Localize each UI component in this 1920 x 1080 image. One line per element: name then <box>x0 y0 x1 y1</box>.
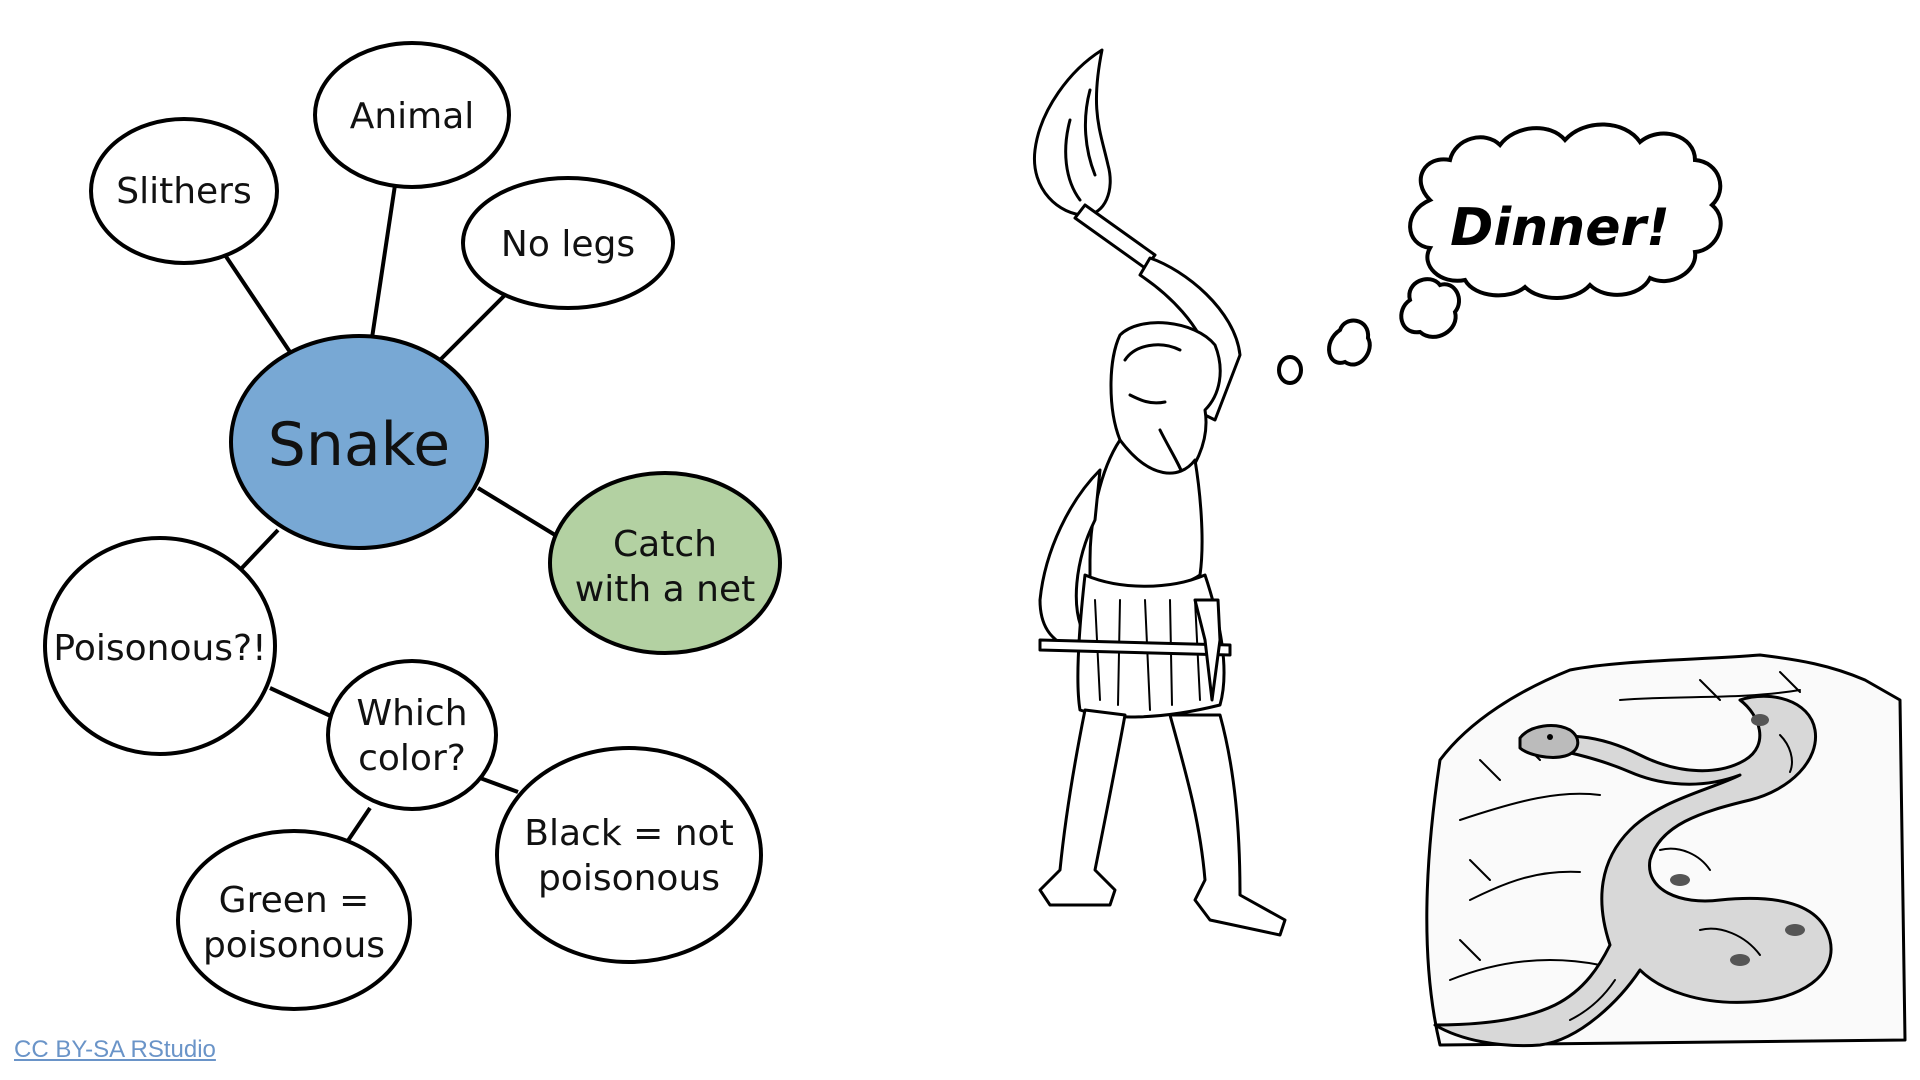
node-which-label-line1: Which <box>356 693 467 734</box>
node-green-label-line2: poisonous <box>203 925 385 966</box>
node-green-label-line1: Green = <box>219 880 370 921</box>
node-which-color: Which color? <box>326 659 498 811</box>
caveman-illustration <box>1032 48 1287 937</box>
node-catch-with-net: Catch with a net <box>548 471 782 655</box>
thought-bubble: Dinner! <box>1408 122 1723 300</box>
node-which-label-line2: color? <box>358 738 466 779</box>
snake-head <box>1518 724 1580 759</box>
torch-stick <box>1073 203 1157 270</box>
node-poisonous: Poisonous?! <box>43 536 277 756</box>
snake-illustration <box>1425 653 1907 1048</box>
node-no-legs-label: No legs <box>501 224 635 265</box>
node-catch-label-line1: Catch <box>613 524 717 565</box>
connector-black <box>479 776 519 794</box>
caveman-leg-right <box>1168 713 1287 937</box>
node-green-poisonous: Green = poisonous <box>176 829 412 1011</box>
connector-catch <box>476 486 562 540</box>
mindmap-connectors <box>223 184 562 847</box>
node-black-label-line1: Black = not <box>524 813 733 854</box>
connector-which-color <box>269 686 336 720</box>
connector-green <box>343 806 372 847</box>
caveman-leg-left <box>1038 708 1127 907</box>
connector-poisonous <box>238 528 280 572</box>
connector-no-legs <box>438 293 507 362</box>
node-snake-center: Snake <box>229 334 489 550</box>
node-black-label-line2: poisonous <box>538 858 720 899</box>
node-black-not-poisonous: Black = not poisonous <box>495 746 763 964</box>
thought-cloud-shape <box>1408 122 1723 300</box>
connector-animal <box>370 184 397 339</box>
thought-bubble-text: Dinner! <box>1450 198 1670 258</box>
node-animal-label: Animal <box>350 96 475 137</box>
dagger-icon <box>1193 598 1222 702</box>
node-snake-label: Snake <box>268 410 450 480</box>
node-animal: Animal <box>313 41 511 189</box>
connector-slithers <box>223 253 292 354</box>
credit-link[interactable]: CC BY-SA RStudio <box>14 1036 216 1063</box>
thought-bubble-trail <box>1277 277 1461 385</box>
node-no-legs: No legs <box>461 176 675 310</box>
node-slithers-label: Slithers <box>116 171 252 212</box>
caveman-head <box>1109 321 1222 492</box>
node-poisonous-label: Poisonous?! <box>53 628 266 669</box>
node-catch-label-line2: with a net <box>575 569 755 610</box>
node-slithers: Slithers <box>89 117 279 265</box>
